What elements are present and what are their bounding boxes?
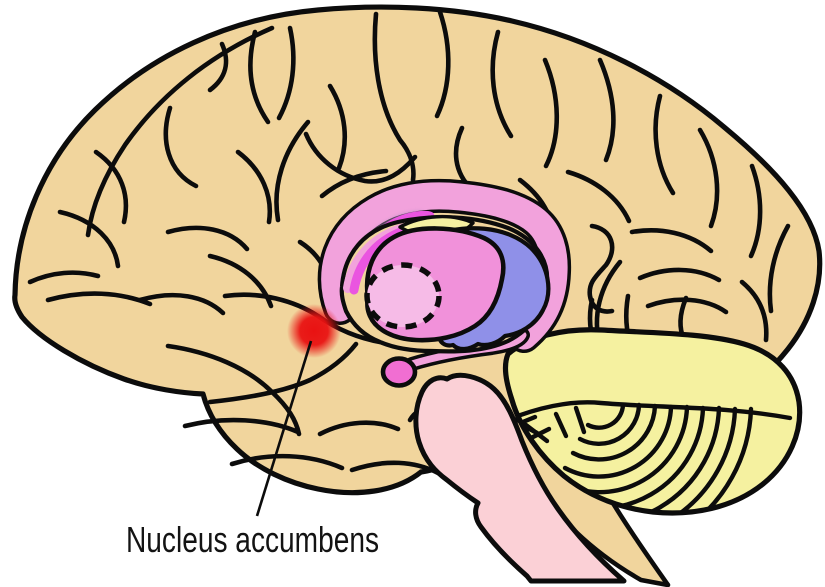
thalamus-dashed-circle (364, 262, 442, 330)
sulcus-line (235, 149, 273, 225)
sulcus-line (697, 127, 720, 229)
sulcus-line (629, 228, 714, 254)
sulcus-line (319, 168, 389, 199)
sulcus-line (229, 453, 345, 471)
sulcus-line (165, 343, 302, 437)
cerebellum-folia-line (562, 404, 674, 479)
cerebellum-folia-line (525, 406, 754, 513)
cerebellum-folia-tick (573, 405, 587, 435)
sulcus-line (137, 292, 226, 316)
cerebellum-folia-line (570, 403, 658, 462)
sulcus-line (27, 270, 101, 285)
sulcus-line (490, 29, 514, 139)
structure-label: Nucleus accumbens (126, 519, 379, 560)
sulcus-line (182, 417, 301, 435)
sulcus-line (276, 25, 296, 121)
sulcus-line (587, 223, 615, 314)
sulcus-line (163, 105, 199, 189)
cerebellum-folia-line (540, 405, 722, 513)
sulcus-line (274, 119, 311, 223)
sulcus-line (349, 460, 441, 476)
limbic-ring (321, 182, 568, 350)
sulcus-line (637, 267, 722, 283)
cerebellum-folia-line (532, 406, 738, 513)
cerebellum-folia-line (577, 402, 642, 447)
leader-line (255, 340, 313, 517)
sulcus-line (653, 93, 676, 196)
cerebellum-folia-tick (553, 411, 569, 439)
sulcus-line (207, 341, 359, 405)
brainstem (413, 372, 627, 584)
cerebellum-folia-tick (523, 422, 550, 444)
sulcus-line (645, 297, 729, 315)
sulcus-line (248, 29, 271, 125)
nucleus-accumbens-highlight (287, 304, 341, 358)
sulcus-line (57, 209, 121, 269)
cerebellum-folia-line (585, 402, 626, 430)
sulcus-line (93, 149, 129, 225)
sulcus-line (597, 57, 616, 163)
sulcus-line (739, 279, 769, 343)
sulcus-line (327, 83, 348, 171)
sulcus-line (748, 163, 763, 259)
sulcus-line (767, 223, 791, 314)
mammillary-body (380, 356, 418, 388)
sulcus-line (303, 131, 418, 184)
sulcus-line (372, 11, 416, 183)
sulcus-line (434, 9, 451, 119)
sulcus-line (317, 420, 401, 437)
sulcus-line (165, 225, 250, 252)
sulcus-line (542, 57, 560, 169)
sulci-lines (27, 9, 791, 476)
sulcus-line (565, 169, 632, 224)
sulcus-line (207, 41, 229, 93)
